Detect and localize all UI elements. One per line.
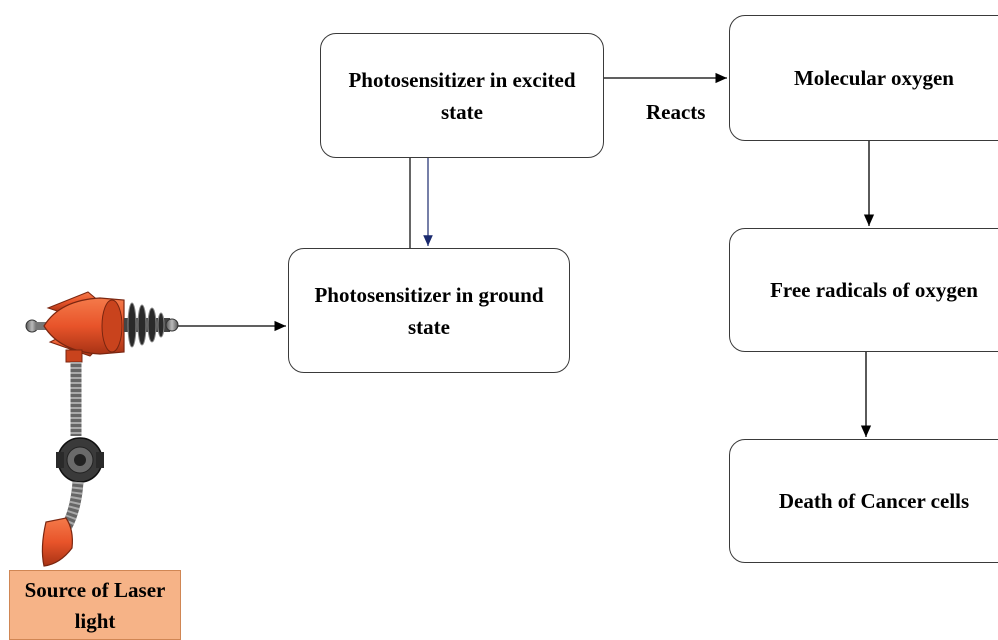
node-death-cancer-cells: Death of Cancer cells xyxy=(729,439,998,563)
node-label: Photosensitizer in excited state xyxy=(348,67,576,124)
node-label: Photosensitizer in ground state xyxy=(314,282,544,339)
node-label: Molecular oxygen xyxy=(793,66,954,90)
laser-gun-icon xyxy=(25,291,179,567)
node-label: Death of Cancer cells xyxy=(778,489,970,513)
node-photosensitizer-ground: Photosensitizer in ground state xyxy=(288,248,570,373)
laser-source-label: Source of Laser light xyxy=(9,570,181,640)
node-label: Free radicals of oxygen xyxy=(770,278,978,302)
node-molecular-oxygen: Molecular oxygen xyxy=(729,15,998,141)
edge-label-reacts: Reacts xyxy=(646,100,706,124)
node-photosensitizer-excited: Photosensitizer in excited state xyxy=(320,33,604,158)
node-free-radicals: Free radicals of oxygen xyxy=(729,228,998,352)
